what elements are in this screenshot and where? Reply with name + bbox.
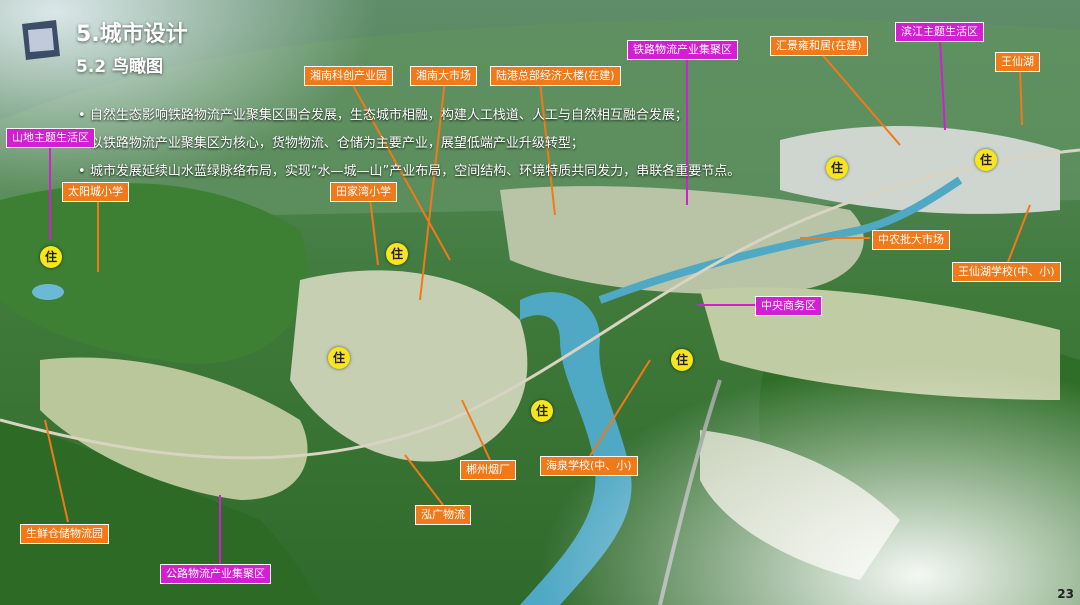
label-lugang-tower: 陆港总部经济大楼(在建) [490, 66, 621, 86]
label-railway-cluster: 铁路物流产业集聚区 [627, 40, 738, 60]
label-wangxianhu-school: 王仙湖学校(中、小) [952, 262, 1061, 282]
label-highway-cluster: 公路物流产业集聚区 [160, 564, 271, 584]
label-zhongnong: 中农批大市场 [872, 230, 950, 250]
label-taiyangcheng: 太阳城小学 [62, 182, 129, 202]
bullet-1-text: 自然生态影响铁路物流产业聚集区围合发展，生态城市相融，构建人工栈道、人工与自然相… [89, 108, 688, 123]
residential-marker: 住 [386, 243, 408, 265]
residential-marker: 住 [826, 157, 848, 179]
section-title: 5.城市设计 [76, 22, 188, 47]
bullet-3-text: 城市发展延续山水蓝绿脉络布局，实现“水—城—山”产业布局，空间结构、环境特质共同… [89, 164, 741, 179]
bullet-2: • 以铁路物流产业聚集区为核心，货物物流、仓储为主要产业，展望低端产业升级转型； [78, 132, 584, 151]
label-tianjiawan: 田家湾小学 [330, 182, 397, 202]
label-hongguang: 泓广物流 [415, 505, 471, 525]
label-binjiang: 滨江主题生活区 [895, 22, 984, 42]
logo-icon [22, 20, 60, 60]
page-number: 23 [1057, 587, 1074, 601]
bullet-3: • 城市发展延续山水蓝绿脉络布局，实现“水—城—山”产业布局，空间结构、环境特质… [78, 164, 741, 179]
label-wangxianhu: 王仙湖 [995, 52, 1040, 72]
bullet-1: • 自然生态影响铁路物流产业聚集区围合发展，生态城市相融，构建人工栈道、人工与自… [78, 108, 688, 123]
label-central-business: 中央商务区 [755, 296, 822, 316]
label-haiquan-school: 海泉学校(中、小) [540, 456, 638, 476]
residential-marker: 住 [40, 246, 62, 268]
bullet-2-text: 以铁路物流产业聚集区为核心，货物物流、仓储为主要产业，展望低端产业升级转型； [89, 136, 584, 151]
subsection-title: 5.2 鸟瞰图 [76, 57, 164, 77]
residential-marker: 住 [671, 349, 693, 371]
label-fresh-storage: 生鲜仓储物流园 [20, 524, 109, 544]
label-huijing: 汇景雍和居(在建) [770, 36, 868, 56]
label-xiangnan-market: 湘南大市场 [410, 66, 477, 86]
label-chenzhou-tobacco: 郴州烟厂 [460, 460, 516, 480]
residential-marker: 住 [328, 347, 350, 369]
label-xiangnan-kechuang: 湘南科创产业园 [304, 66, 393, 86]
residential-marker: 住 [975, 149, 997, 171]
residential-marker: 住 [531, 400, 553, 422]
label-shandi: 山地主题生活区 [6, 128, 95, 148]
